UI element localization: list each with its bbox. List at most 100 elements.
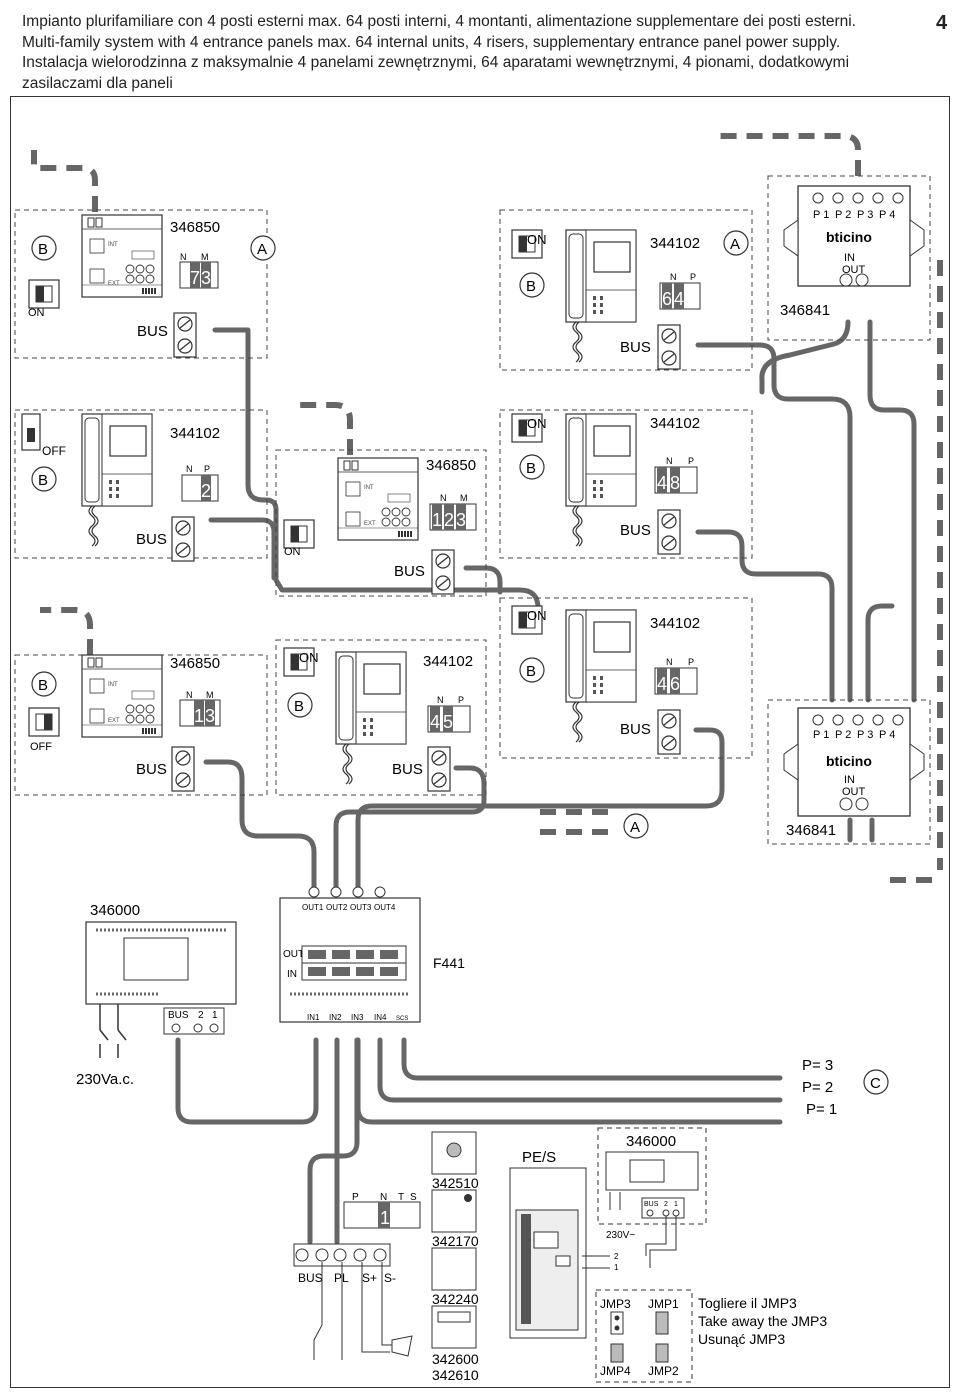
address-p: 2 bbox=[201, 481, 211, 501]
svg-text:JMP2: JMP2 bbox=[648, 1364, 679, 1378]
svg-text:P 3: P 3 bbox=[857, 209, 873, 221]
svg-text:B: B bbox=[526, 663, 536, 680]
svg-text:IN2: IN2 bbox=[329, 1013, 342, 1022]
svg-text:OUT: OUT bbox=[842, 264, 866, 276]
switch-on-label: ON bbox=[527, 232, 547, 247]
svg-text:8: 8 bbox=[670, 473, 680, 493]
bus-cables bbox=[175, 319, 917, 1245]
svg-text:JMP4: JMP4 bbox=[600, 1364, 631, 1378]
n-label: N bbox=[180, 252, 187, 262]
svg-text:BUS: BUS bbox=[298, 1271, 323, 1285]
svg-text:INT: INT bbox=[364, 485, 374, 491]
bus-label: BUS bbox=[136, 761, 167, 778]
svg-text:342240: 342240 bbox=[432, 1291, 479, 1307]
svg-text:IN1: IN1 bbox=[307, 1013, 320, 1022]
pe-s-unit: PE/S bbox=[509, 1149, 587, 1339]
svg-text:4: 4 bbox=[657, 674, 667, 694]
svg-text:1: 1 bbox=[432, 510, 442, 530]
bus-label: BUS bbox=[137, 323, 168, 340]
handset-code: 344102 bbox=[170, 425, 220, 442]
header-line-it: Impianto plurifamiliare con 4 posti este… bbox=[22, 13, 856, 30]
svg-text:PE/S: PE/S bbox=[522, 1149, 556, 1166]
jumper-panel: JMP3 JMP1 JMP4 JMP2 bbox=[595, 1289, 693, 1383]
svg-text:B: B bbox=[526, 278, 536, 295]
page-number: 4 bbox=[936, 12, 948, 34]
svg-text:B: B bbox=[526, 460, 536, 477]
svg-text:OUT: OUT bbox=[842, 786, 866, 798]
svg-text:342610: 342610 bbox=[432, 1367, 479, 1383]
svg-text:N: N bbox=[186, 690, 193, 700]
svg-text:EXT: EXT bbox=[364, 521, 376, 527]
svg-text:M: M bbox=[460, 493, 468, 503]
handset-module-46: ON 344102 B N P 4 6 BUS bbox=[511, 605, 700, 755]
distributor-code: 346841 bbox=[780, 302, 830, 319]
svg-text:M: M bbox=[206, 690, 214, 700]
svg-text:A: A bbox=[730, 236, 740, 253]
address-n: 7 bbox=[190, 268, 200, 288]
svg-text:B: B bbox=[38, 677, 48, 694]
entrance-code: 346850 bbox=[170, 219, 220, 236]
svg-text:3: 3 bbox=[456, 510, 466, 530]
svg-text:342600: 342600 bbox=[432, 1351, 479, 1367]
svg-text:P 4: P 4 bbox=[879, 729, 895, 741]
header-line-pl: Instalacja wielorodzinna z maksymalnie 4… bbox=[22, 54, 850, 71]
brand-logo: bticino bbox=[826, 229, 872, 245]
svg-text:2: 2 bbox=[664, 1201, 668, 1208]
svg-text:S: S bbox=[410, 1192, 417, 1203]
svg-text:JMP1: JMP1 bbox=[648, 1297, 679, 1311]
jumper-note: Togliere il JMP3 Take away the JMP3 Usun… bbox=[698, 1295, 827, 1347]
svg-text:N: N bbox=[666, 456, 673, 466]
svg-text:5: 5 bbox=[443, 712, 453, 732]
svg-text:P= 1: P= 1 bbox=[806, 1101, 837, 1118]
svg-text:S-: S- bbox=[384, 1271, 396, 1285]
bus-label: BUS bbox=[394, 563, 425, 580]
svg-text:P 1: P 1 bbox=[813, 729, 829, 741]
svg-text:S+: S+ bbox=[362, 1271, 377, 1285]
b-marker: B bbox=[38, 241, 48, 258]
address-m: 3 bbox=[201, 268, 211, 288]
m-label: M bbox=[201, 252, 209, 262]
brand-logo: bticino bbox=[826, 753, 872, 769]
svg-text:2: 2 bbox=[614, 1252, 619, 1261]
svg-text:OUT1: OUT1 bbox=[302, 903, 324, 912]
svg-text:IN3: IN3 bbox=[351, 1013, 364, 1022]
entrance-module-3: B INT EXT 346850 N M 1 3 OFF BUS bbox=[28, 654, 221, 792]
svg-text:1: 1 bbox=[194, 706, 204, 726]
handset-code: 344102 bbox=[650, 235, 700, 252]
svg-text:2: 2 bbox=[198, 1010, 204, 1021]
power-supply-code: 346000 bbox=[90, 902, 140, 919]
ext-label: EXT bbox=[108, 281, 120, 287]
page-header: Impianto plurifamiliare con 4 posti este… bbox=[22, 12, 902, 94]
svg-text:BUS: BUS bbox=[168, 1010, 189, 1021]
bus-label: BUS bbox=[392, 761, 423, 778]
address-n: 6 bbox=[662, 289, 672, 309]
svg-text:ON: ON bbox=[284, 546, 301, 558]
svg-text:4: 4 bbox=[657, 473, 667, 493]
bus-label: BUS bbox=[620, 522, 651, 539]
svg-text:N: N bbox=[666, 657, 673, 667]
handset-code: 344102 bbox=[423, 653, 473, 670]
svg-text:T: T bbox=[398, 1192, 404, 1203]
svg-text:OUT: OUT bbox=[283, 949, 304, 960]
svg-text:Usunąć JMP3: Usunąć JMP3 bbox=[698, 1331, 785, 1347]
header-line-en: Multi-family system with 4 entrance pane… bbox=[22, 33, 841, 51]
power-supply-main: 346000 BUS 2 1 230Va.c. bbox=[76, 902, 237, 1088]
svg-text:6: 6 bbox=[670, 674, 680, 694]
svg-text:346000: 346000 bbox=[626, 1133, 676, 1150]
svg-text:IN: IN bbox=[287, 969, 297, 980]
svg-text:P= 3: P= 3 bbox=[802, 1057, 833, 1074]
svg-text:2: 2 bbox=[444, 510, 454, 530]
svg-text:C: C bbox=[870, 1075, 881, 1092]
entrance-module-1: INT EXT 346850 N M 7 3 B ON BUS bbox=[28, 214, 220, 358]
svg-text:OUT3: OUT3 bbox=[350, 903, 372, 912]
svg-text:P: P bbox=[688, 456, 694, 466]
svg-text:1: 1 bbox=[380, 1208, 390, 1228]
svg-text:SCS: SCS bbox=[396, 1016, 408, 1022]
svg-text:A: A bbox=[630, 819, 640, 836]
distributor-top: P 1 P 2 P 3 P 4 bticino IN OUT 346841 bbox=[780, 185, 925, 319]
svg-text:OUT2: OUT2 bbox=[326, 903, 348, 912]
marker-a-2: A bbox=[723, 230, 749, 256]
handset-module-45: ON 344102 B N P 4 5 BUS bbox=[283, 647, 473, 792]
entrance-accessories: 342510 342170 342240 342600 342610 bbox=[431, 1131, 479, 1383]
bus-label: BUS bbox=[136, 531, 167, 548]
